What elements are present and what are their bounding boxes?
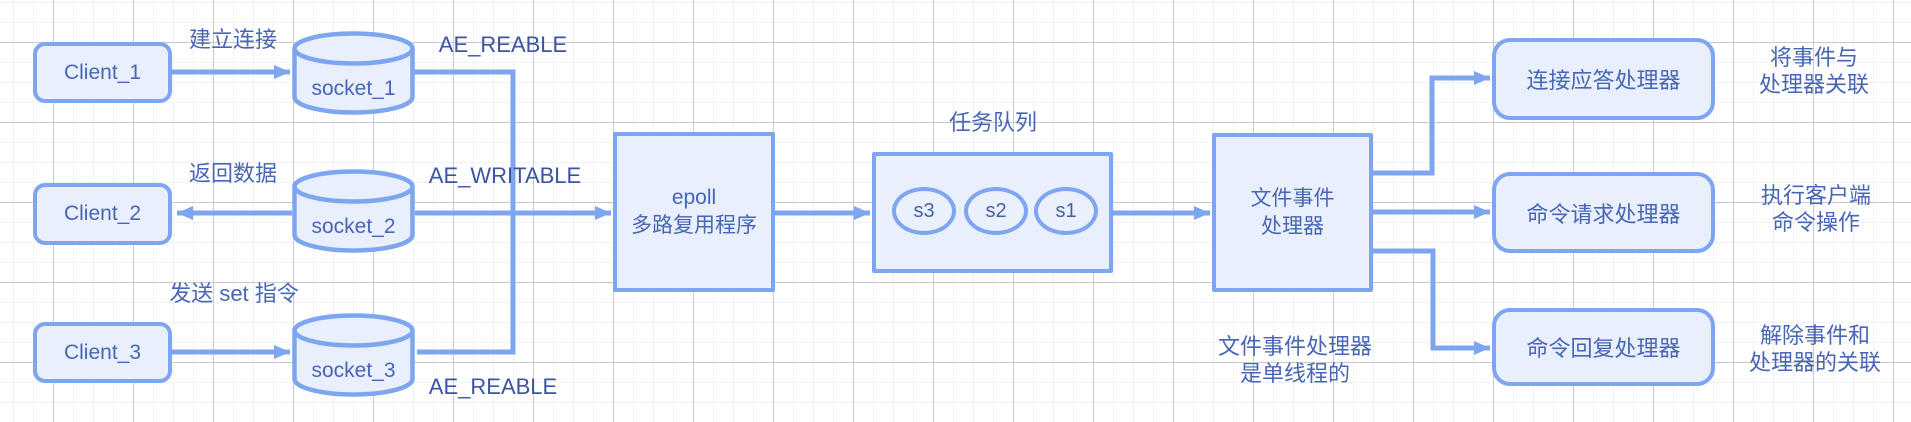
epoll-subtitle: 多路复用程序: [631, 214, 757, 237]
annotation-dissociate-line1: 解除事件和: [1759, 323, 1871, 348]
single-thread-note-line2: 是单线程的: [1239, 361, 1351, 386]
queue-item-s2-label: s2: [985, 199, 1007, 222]
queue-item-s1-label: s1: [1055, 199, 1077, 222]
task-queue-title: 任务队列: [948, 110, 1038, 135]
queue-item-s3-label: s3: [913, 199, 935, 222]
command-request-handler-label: 命令请求处理器: [1526, 201, 1681, 227]
socket-3-label: socket_3: [311, 359, 396, 382]
client-3-label: Client_3: [63, 340, 142, 364]
annotation-execute-line2: 命令操作: [1771, 210, 1861, 235]
client-1-node: Client_1: [33, 42, 172, 103]
cylinder-shape: [292, 31, 415, 115]
command-request-handler-node: 命令请求处理器: [1492, 172, 1715, 253]
command-reply-handler-label: 命令回复处理器: [1526, 336, 1681, 361]
file-event-handler-line2: 处理器: [1261, 214, 1324, 238]
client-2-label: Client_2: [63, 202, 142, 225]
queue-item-s1: s1: [1034, 187, 1098, 235]
edge-label-establish-connection: 建立连接: [188, 27, 278, 52]
annotation-execute-line1: 执行客户端: [1760, 183, 1872, 208]
client-2-node: Client_2: [33, 183, 172, 245]
socket-1-node: socket_1: [292, 31, 415, 117]
event-label-ae-reable-3: AE_REABLE: [428, 374, 558, 399]
epoll-multiplexer-node: epoll 多路复用程序: [613, 132, 775, 292]
connection-reply-handler-label: 连接应答处理器: [1526, 68, 1681, 93]
epoll-title: epoll: [671, 186, 717, 209]
command-reply-handler-node: 命令回复处理器: [1492, 308, 1715, 386]
event-label-ae-writable: AE_WRITABLE: [428, 163, 582, 188]
client-3-node: Client_3: [33, 322, 172, 383]
annotation-dissociate-line2: 处理器的关联: [1748, 350, 1882, 375]
socket-1-label: socket_1: [311, 77, 396, 100]
annotation-dissociate-handler: 解除事件和 处理器的关联: [1749, 322, 1881, 376]
file-event-handler-line1: 文件事件: [1250, 186, 1335, 210]
socket-3-node: socket_3: [292, 313, 415, 399]
annotation-associate-handler: 将事件与 处理器关联: [1759, 44, 1869, 98]
single-thread-note-line1: 文件事件处理器: [1217, 334, 1373, 359]
annotation-associate-line2: 处理器关联: [1758, 72, 1870, 97]
edge-label-return-data: 返回数据: [188, 161, 278, 186]
annotation-associate-line1: 将事件与: [1769, 45, 1859, 70]
task-queue-node: s3 s2 s1: [872, 152, 1113, 273]
queue-item-s2: s2: [964, 187, 1028, 235]
queue-item-s3: s3: [892, 187, 956, 235]
cylinder-shape: [292, 313, 415, 397]
annotation-execute-command: 执行客户端 命令操作: [1761, 182, 1871, 236]
event-label-ae-reable-1: AE_REABLE: [438, 32, 568, 57]
wire-file-handler-to-handler3: [1373, 248, 1490, 355]
client-1-label: Client_1: [63, 60, 142, 84]
connection-reply-handler-node: 连接应答处理器: [1492, 38, 1715, 120]
socket-2-node: socket_2: [292, 169, 415, 255]
single-thread-note: 文件事件处理器 是单线程的: [1218, 333, 1372, 387]
file-event-handler-node: 文件事件 处理器: [1212, 133, 1373, 292]
cylinder-shape: [292, 169, 415, 253]
wire-file-handler-to-handler1: [1373, 71, 1490, 176]
socket-2-label: socket_2: [311, 215, 396, 238]
edge-label-send-set-command: 发送 set 指令: [169, 281, 299, 306]
